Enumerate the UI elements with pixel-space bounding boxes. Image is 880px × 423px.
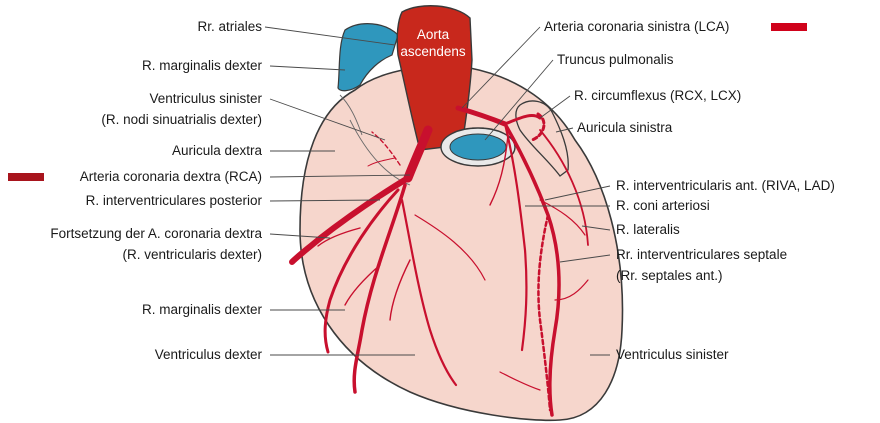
label-interventriculares-posterior: R. interventriculares posterior [86,193,263,208]
label-truncus-pulmonalis: Truncus pulmonalis [557,52,674,67]
label-auricula-sinistra: Auricula sinistra [577,120,673,135]
truncus-pulmonalis-lumen [450,134,506,160]
label-lca: Arteria coronaria sinistra (LCA) [544,19,729,34]
label-circumflexus: R. circumflexus (RCX, LCX) [574,88,741,103]
aorta-label-line2: ascendens [400,44,466,59]
aorta-label-line1: Aorta [417,27,450,42]
label-coni-arteriosi: R. coni arteriosi [616,198,710,213]
lca-legend-swatch [771,23,807,31]
label-marginalis-dexter-2: R. marginalis dexter [142,302,263,317]
label-rca: Arteria coronaria dextra (RCA) [80,169,262,184]
label-ventriculus-dexter: Ventriculus dexter [155,347,263,362]
label-lateralis: R. lateralis [616,222,680,237]
label-ventriculus-sinister-left-2: (R. nodi sinuatrialis dexter) [101,112,262,127]
label-fortsetzung-1: Fortsetzung der A. coronaria dextra [50,226,262,241]
label-auricula-dextra: Auricula dextra [172,143,263,158]
label-septale-1: Rr. interventriculares septale [616,247,787,262]
label-fortsetzung-2: (R. ventricularis dexter) [122,247,262,262]
rca-legend-swatch [8,173,44,181]
label-septale-2: (Rr. septales ant.) [616,268,723,283]
label-rr-atriales: Rr. atriales [197,19,262,34]
label-marginalis-dexter-1: R. marginalis dexter [142,58,263,73]
label-ventriculus-sinister-right: Ventriculus sinister [616,347,729,362]
label-riva: R. interventricularis ant. (RIVA, LAD) [616,178,835,193]
label-ventriculus-sinister-left-1: Ventriculus sinister [149,91,262,106]
leader-marginalis-1 [270,66,345,70]
